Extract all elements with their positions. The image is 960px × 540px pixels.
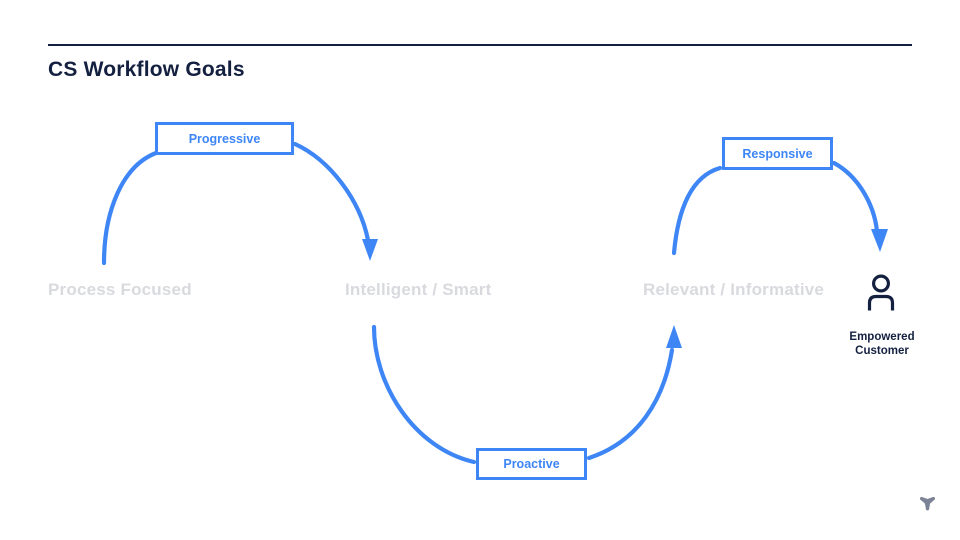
title-divider [48, 44, 912, 46]
end-state-label-line1: Empowered [849, 331, 915, 343]
arc-responsive-to-customer [831, 160, 880, 234]
stage-label-relevant-informative: Relevant / Informative [643, 280, 825, 299]
end-state-label: Empowered Customer [843, 330, 921, 359]
arrowhead-down-intelligent-icon [362, 239, 378, 261]
three-prong-logo-icon[interactable] [912, 489, 942, 517]
stage-label-process-focused: Process Focused [48, 280, 192, 299]
arc-relevant-to-responsive [671, 165, 723, 256]
connector-label-responsive: Responsive [742, 146, 813, 161]
arc-proactive-to-relevant [586, 347, 675, 461]
end-state-label-line2: Customer [855, 345, 909, 358]
arrowhead-up-relevant-icon [666, 325, 682, 348]
connector-label-progressive: Progressive [188, 131, 261, 146]
page-title: CS Workflow Goals [48, 58, 245, 81]
connector-box-proactive: Proactive [476, 448, 587, 480]
stage-label-intelligent-smart: Intelligent / Smart [345, 280, 492, 299]
connector-box-responsive: Responsive [722, 137, 833, 170]
arrowhead-down-customer-icon [871, 229, 888, 252]
person-icon [867, 274, 895, 311]
arc-intelligent-to-proactive [371, 324, 477, 465]
connector-box-progressive: Progressive [155, 122, 294, 155]
arc-process-to-progressive [101, 150, 159, 266]
arc-progressive-to-intelligent [292, 141, 371, 243]
connector-label-proactive: Proactive [503, 457, 560, 471]
